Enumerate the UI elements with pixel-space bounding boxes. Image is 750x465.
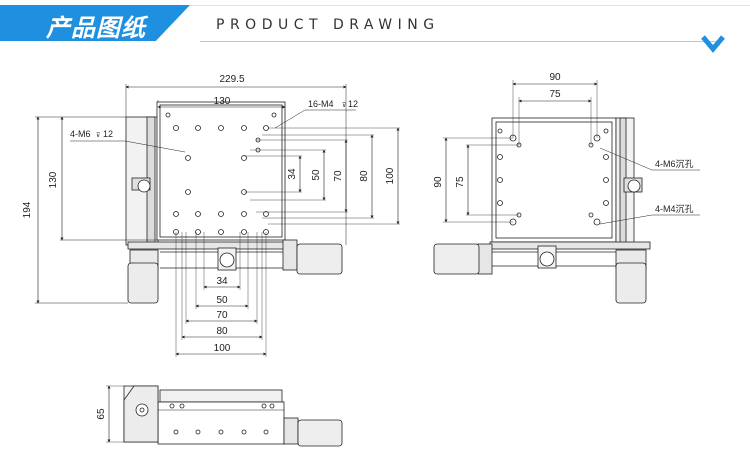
dim-label: 50 xyxy=(311,169,322,181)
header-title-en: PRODUCT DRAWING xyxy=(216,17,440,33)
dim-label: 229.5 xyxy=(219,74,244,85)
dim-label: 100 xyxy=(385,167,396,184)
dim-label: 100 xyxy=(214,343,231,354)
note-m4-thread: 16-M4 xyxy=(308,99,334,109)
note-m4-depth: 12 xyxy=(348,99,358,109)
dim-label: 90 xyxy=(433,176,444,188)
top-view xyxy=(35,84,400,357)
dim-label: 50 xyxy=(216,295,228,306)
bottom-view xyxy=(433,80,700,304)
bottom-view-labels: 90 75 90 75 4-M6沉孔 4-M4沉孔 xyxy=(433,72,694,214)
header-title-cn: 产品图纸 xyxy=(46,14,146,42)
depth-symbol: ⊽ xyxy=(342,102,346,109)
dim-label: 75 xyxy=(455,176,466,188)
dim-label: 34 xyxy=(287,168,298,180)
top-view-labels: 229.5 130 194 130 4-M6 12 16-M4 12 34 50… xyxy=(22,74,396,354)
dim-label: 75 xyxy=(549,89,561,100)
dim-label: 70 xyxy=(216,310,228,321)
depth-symbol: ⊽ xyxy=(96,132,100,139)
side-view-labels: 65 xyxy=(96,408,107,420)
header-title-tab xyxy=(0,5,190,41)
dim-label: 65 xyxy=(96,408,107,420)
note-m6-thread: 4-M6 xyxy=(70,129,91,139)
dim-label: 80 xyxy=(359,170,370,182)
dim-label: 34 xyxy=(216,276,228,287)
note-m4-counterbore: 4-M4沉孔 xyxy=(655,204,694,214)
chevron-down-icon xyxy=(701,35,725,53)
dim-label: 70 xyxy=(333,170,344,182)
note-m6-depth: 12 xyxy=(103,129,113,139)
page-header: 产品图纸 PRODUCT DRAWING xyxy=(0,0,750,58)
header-underline xyxy=(200,41,720,42)
side-view xyxy=(106,385,343,447)
dim-label: 130 xyxy=(214,96,231,107)
dim-label: 90 xyxy=(549,72,561,83)
dim-label: 80 xyxy=(216,326,228,337)
note-m6-counterbore: 4-M6沉孔 xyxy=(655,159,694,169)
header-bar xyxy=(160,5,750,42)
dim-label: 130 xyxy=(48,171,59,188)
dim-label: 194 xyxy=(22,201,33,218)
